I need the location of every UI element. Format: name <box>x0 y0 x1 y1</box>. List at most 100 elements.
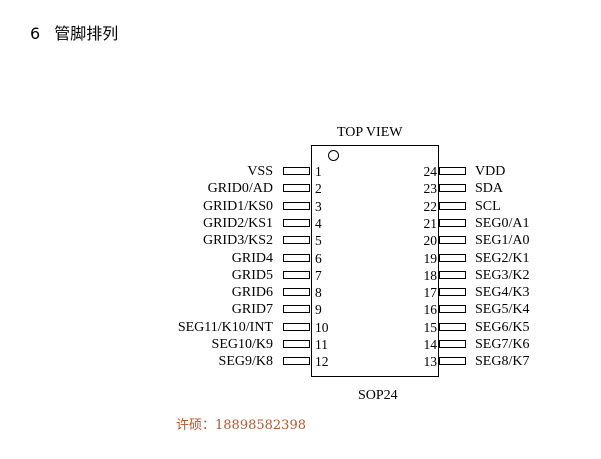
pin-number: 8 <box>315 285 322 301</box>
pin-number: 24 <box>423 164 438 179</box>
pin-name: SEG5/K4 <box>475 302 530 318</box>
pin-name: GRID1/KS0 <box>202 198 273 214</box>
pin-name: GRID4 <box>231 250 273 266</box>
right-pin-row: SEG4/K3 17 <box>380 284 601 301</box>
pin-number: 17 <box>423 285 438 301</box>
right-pin-row: SEG1/A0 20 <box>380 232 601 249</box>
left-pin-row: GRID2/KS1 4 <box>0 215 340 232</box>
pin-number: 22 <box>423 198 438 214</box>
pin-lead <box>283 218 310 227</box>
pin-number: 21 <box>423 215 438 231</box>
right-pin-row: SDA 23 <box>380 180 601 197</box>
pin-lead <box>283 288 310 297</box>
pin-number: 18 <box>423 267 438 283</box>
pin-number: 15 <box>423 319 438 335</box>
pin-lead <box>439 288 466 297</box>
pin-number: 16 <box>423 302 438 318</box>
pin-number: 19 <box>423 250 438 266</box>
pin-name: SEG3/K2 <box>475 267 530 283</box>
right-pin-row: SEG8/K7 13 <box>380 353 601 370</box>
left-pin-row: SEG9/K8 12 <box>0 353 340 370</box>
ic-package-body <box>311 145 439 377</box>
pin-lead <box>283 201 310 210</box>
pin-name: GRID2/KS1 <box>202 215 273 231</box>
pin-name: GRID0/AD <box>207 181 273 197</box>
package-label: SOP24 <box>358 388 398 403</box>
pin-lead <box>439 167 466 175</box>
pin-number: 13 <box>423 354 438 370</box>
pin-name: SEG10/K9 <box>211 337 273 352</box>
left-pin-row: GRID3/KS2 5 <box>0 232 340 249</box>
pin-name: GRID6 <box>231 285 273 301</box>
pin-number: 9 <box>315 302 322 318</box>
left-pin-row: SEG11/K10/INT 10 <box>0 319 340 336</box>
section-heading: 6 管脚排列 <box>30 24 118 44</box>
pin-lead <box>439 184 466 193</box>
pin-lead <box>439 236 466 245</box>
right-pin-row: SEG0/A1 21 <box>380 215 601 232</box>
pin-lead <box>439 340 466 348</box>
pin-name: SEG6/K5 <box>475 319 530 335</box>
pin-name: SEG0/A1 <box>475 215 530 231</box>
pin-name: SEG11/K10/INT <box>177 319 273 335</box>
pin-number: 5 <box>315 233 322 249</box>
pin-lead <box>283 236 310 245</box>
pin-lead <box>283 305 310 314</box>
pin-name: VSS <box>247 164 273 179</box>
right-pin-row: SCL 22 <box>380 198 601 215</box>
pin-lead <box>439 322 466 331</box>
section-number: 6 <box>30 24 41 43</box>
right-pin-row: SEG7/K6 14 <box>380 336 601 353</box>
pin-name: SEG8/K7 <box>475 354 530 370</box>
right-pin-row: SEG2/K1 19 <box>380 250 601 267</box>
pin-lead <box>439 201 466 210</box>
pin-number: 3 <box>315 198 322 214</box>
pin-name: GRID5 <box>231 267 273 283</box>
pin-lead <box>439 253 466 262</box>
pin-lead <box>283 340 310 348</box>
pin-number: 7 <box>315 267 322 283</box>
pin-number: 20 <box>423 233 438 249</box>
pin-name: SEG7/K6 <box>475 337 530 352</box>
pin-lead <box>439 305 466 314</box>
left-pin-row: GRID6 8 <box>0 284 340 301</box>
pin-name: SEG4/K3 <box>475 285 530 301</box>
pin-lead <box>283 253 310 262</box>
pin-lead <box>283 184 310 193</box>
left-pin-row: VSS 1 <box>0 163 340 180</box>
pin-lead <box>439 218 466 227</box>
pin1-indicator-icon <box>328 150 339 161</box>
pin-number: 11 <box>315 337 328 352</box>
top-view-label: TOP VIEW <box>337 125 403 140</box>
pin-name: SEG1/A0 <box>475 233 530 249</box>
right-pin-row: SEG5/K4 16 <box>380 301 601 318</box>
pin-name: SEG2/K1 <box>475 250 530 266</box>
left-pin-row: GRID5 7 <box>0 267 340 284</box>
left-pin-row: SEG10/K9 11 <box>0 336 340 353</box>
pin-number: 10 <box>315 319 329 335</box>
pin-name: SDA <box>475 181 504 197</box>
pin-number: 14 <box>423 337 438 352</box>
left-pin-row: GRID4 6 <box>0 250 340 267</box>
left-pin-row: GRID1/KS0 3 <box>0 198 340 215</box>
right-pin-row: SEG6/K5 15 <box>380 319 601 336</box>
pin-number: 2 <box>315 181 322 197</box>
pin-lead <box>283 357 310 366</box>
pin-number: 1 <box>315 164 322 179</box>
pin-name: SCL <box>475 198 501 214</box>
pin-number: 6 <box>315 250 322 266</box>
pin-lead <box>439 270 466 279</box>
contact-footer: 许硕：18898582398 <box>176 418 306 433</box>
pin-lead <box>283 322 310 331</box>
left-pin-row: GRID0/AD 2 <box>0 180 340 197</box>
pin-lead <box>439 357 466 366</box>
section-title: 管脚排列 <box>54 24 119 43</box>
pin-name: GRID3/KS2 <box>202 233 273 249</box>
pin-number: 4 <box>315 215 322 231</box>
pin-name: SEG9/K8 <box>218 354 273 370</box>
pin-lead <box>283 270 310 279</box>
pin-number: 23 <box>423 181 438 197</box>
pin-number: 12 <box>315 354 329 370</box>
